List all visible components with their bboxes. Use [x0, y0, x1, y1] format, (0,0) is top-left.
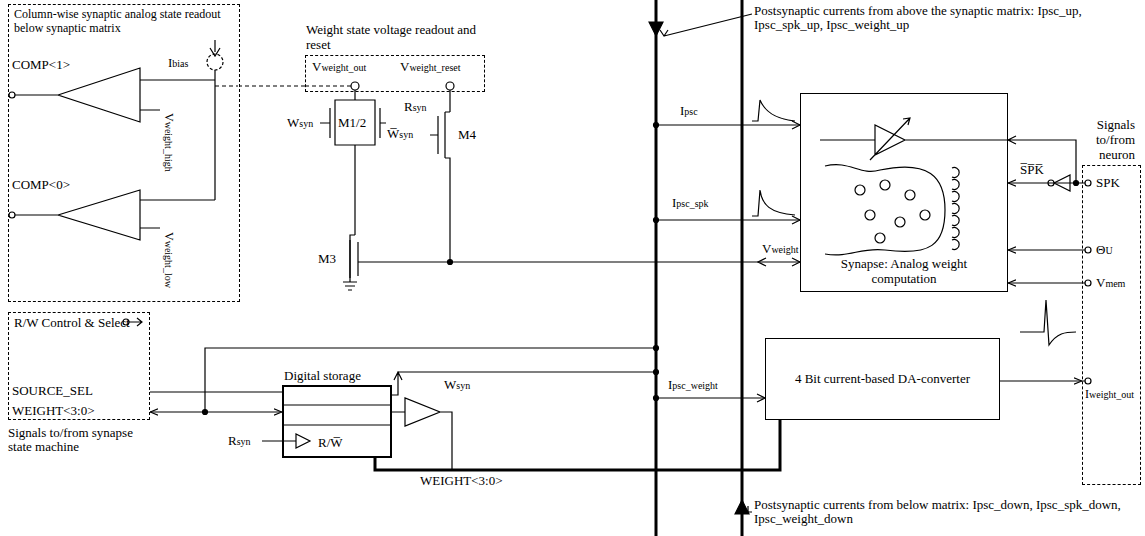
signal-label: Signals to/from synapse state machine: [8, 426, 158, 455]
current-bus: [656, 0, 742, 536]
terminal: [9, 212, 15, 218]
signal-label: M1/2: [338, 116, 366, 130]
terminal: [9, 92, 15, 98]
signal-label: R/W̅: [318, 436, 343, 450]
node-text: Synapse: Analog weight computation: [809, 257, 999, 287]
signal-label: Postsynaptic currents from above the syn…: [754, 4, 1139, 33]
signal-label: S̅P̅K̅: [1020, 163, 1044, 177]
connector: [150, 411, 282, 412]
transmission-gate: [320, 90, 386, 235]
signal-label: Postsynaptic currents from below matrix:…: [754, 498, 1139, 527]
signal-label: SOURCE_SEL: [12, 384, 93, 398]
signal-label: Wsyn: [444, 378, 470, 392]
signal-label: Ipsc: [680, 104, 698, 118]
signal-label: Vmem: [1096, 276, 1125, 290]
terminal: [446, 82, 454, 90]
node-text: Signals to/from neuron: [1077, 118, 1135, 163]
leader-line: [748, 506, 752, 512]
dac-box: 4 Bit current-based DA-converter: [765, 338, 1000, 420]
transistor-m4: [430, 90, 450, 262]
wire: [392, 372, 656, 395]
connector: [1008, 182, 1082, 183]
signal-label: Iweight_out: [1085, 388, 1134, 401]
terminal: [351, 82, 359, 90]
signal-label: Vweight_high: [162, 113, 175, 172]
signal-label: Wsyn: [287, 116, 313, 130]
weight-bus: [375, 420, 780, 470]
spike-waveform: [1020, 300, 1076, 345]
synapse-box: Synapse: Analog weight computation: [800, 93, 1008, 292]
signal-label: M4: [458, 128, 476, 142]
buffer-symbol: [262, 434, 310, 448]
connector: [1000, 380, 1082, 381]
signal-label: COMP<1>: [12, 58, 70, 72]
node-text: Digital storage: [284, 369, 414, 384]
junction: [448, 260, 453, 265]
receptor-symbol: [952, 167, 959, 249]
pulse-waveform: [752, 190, 795, 216]
connector: [240, 85, 305, 86]
readout-reset-box: Weight state voltage readout and reset: [305, 55, 485, 92]
pulse-waveform: [752, 100, 795, 121]
signal-label: W̅syn: [387, 127, 413, 141]
signal-label: SPK: [1096, 176, 1120, 190]
connector: [1008, 249, 1082, 250]
leader-line: [660, 14, 752, 36]
wire: [656, 125, 800, 398]
node-text: Column-wise synaptic analog state readou…: [9, 5, 239, 39]
signal-label: Rsyn: [404, 100, 427, 114]
signal-label: WEIGHT<3:0>: [12, 404, 95, 418]
signal-label: Ipsc_spk: [672, 196, 709, 210]
presynaptic-bulb: [825, 165, 945, 255]
neuron-interface-box: Signals to/from neuron: [1082, 165, 1141, 485]
signal-label: Ipsc_weight: [668, 378, 718, 392]
node-text: Weight state voltage readout and reset: [306, 23, 496, 53]
signal-label: Vweight: [762, 242, 799, 256]
signal-label: COMP<0>: [12, 178, 70, 192]
transistor-channel: [349, 240, 350, 278]
readout-box: Column-wise synaptic analog state readou…: [8, 4, 240, 302]
node-text: R/W Control & Select: [9, 313, 149, 334]
node-text: 4 Bit current-based DA-converter: [772, 372, 993, 387]
buffer-symbol: [392, 398, 452, 470]
comparator-symbol: [14, 68, 215, 122]
transistor-m3: [343, 235, 800, 290]
signal-label: M3: [318, 252, 336, 266]
signal-label: Ibias: [168, 56, 188, 70]
connector: [1008, 282, 1082, 283]
amplifier-symbol: [820, 118, 1008, 160]
arrowhead: [757, 121, 800, 402]
comparator-symbol: [14, 190, 215, 240]
connector: [150, 391, 282, 392]
signal-label: Vweight_low: [162, 232, 175, 288]
signal-label: Vweight_reset: [400, 60, 460, 74]
storage-row: [282, 405, 392, 425]
signal-label: Vweight_out: [312, 60, 366, 74]
wire: [205, 348, 656, 412]
arrowhead: [649, 22, 749, 514]
signal-label: WEIGHT<3:0>: [420, 474, 503, 488]
arrow-symbol: [129, 318, 142, 326]
dashed-wire: [215, 85, 351, 86]
arrowhead: [758, 258, 800, 266]
wire: [210, 40, 220, 200]
signal-label: ΘU: [1096, 243, 1113, 257]
wire: [1008, 136, 1076, 183]
signal-label: Rsyn: [228, 434, 251, 448]
